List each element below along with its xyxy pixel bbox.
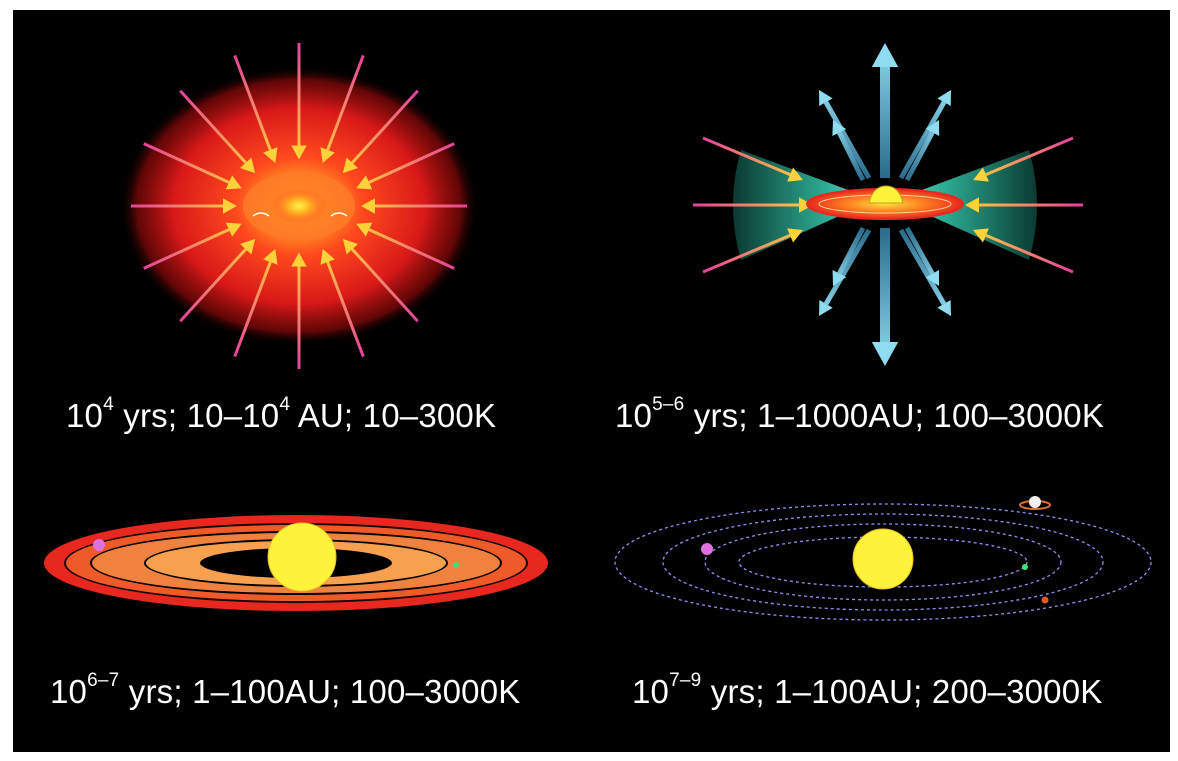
outflow-arrow [904, 226, 939, 286]
star-formation-stages-diagram [44, 43, 1152, 621]
infall-arrow [356, 142, 455, 190]
outflow-arrows [819, 43, 951, 366]
accretion-arrow [702, 136, 803, 182]
jet-arrow-down [871, 228, 899, 366]
stage-label-collapse: 104 yrs; 10–104 AU; 10–300K [66, 394, 497, 434]
infall-arrow [143, 222, 242, 270]
outflow-arrow [904, 120, 940, 182]
planetesimal-pink [93, 539, 105, 551]
figure-frame: 104 yrs; 10–104 AU; 10–300K 105–6 yrs; 1… [13, 10, 1170, 752]
disk-accretion-arrows [693, 136, 1083, 274]
outflow-arrow [832, 226, 866, 286]
accretion-arrow [965, 197, 1083, 213]
outflow-arrow [832, 120, 866, 182]
accretion-arrow [973, 228, 1074, 274]
outflow-stage-illustration [693, 43, 1083, 366]
outflow-arrow [819, 228, 872, 316]
orbit-inner [738, 536, 1028, 588]
orbit-3 [662, 513, 1104, 611]
infall-arrow [342, 238, 419, 323]
infall-arrow [233, 54, 278, 164]
accretion-arrow [973, 136, 1074, 182]
sun [852, 528, 914, 590]
orbit-outer [614, 503, 1152, 621]
disk-stage-illustration [44, 515, 548, 611]
planet-pink [701, 543, 713, 555]
infall-arrow [356, 222, 455, 270]
outflow-arrow [898, 90, 951, 180]
young-star [267, 522, 337, 592]
protostar-core [271, 188, 327, 224]
infall-arrow [361, 198, 467, 214]
infall-arrow [233, 248, 278, 358]
outflow-arrow [898, 228, 951, 316]
accretion-arrow [702, 228, 803, 274]
planetesimal-green [453, 562, 459, 568]
accretion-arrow [693, 197, 813, 213]
infall-arrow [320, 248, 365, 358]
infall-arrows [131, 43, 467, 369]
planetary-system-illustration [614, 496, 1152, 621]
stage-label-outflow: 105–6 yrs; 1–1000AU; 100–3000K [615, 394, 1105, 434]
protostar [868, 185, 904, 204]
infall-arrow [320, 54, 365, 164]
planet-orange [1041, 596, 1049, 604]
infall-arrow [291, 252, 307, 369]
outflow-arrow [819, 90, 872, 180]
collapse-stage-illustration [119, 43, 479, 369]
orbit-2 [704, 523, 1062, 601]
infall-arrow [179, 89, 256, 174]
planet-green [1022, 564, 1028, 570]
infall-arrow [291, 43, 307, 160]
stage-label-disk: 106–7 yrs; 1–100AU; 100–3000K [50, 670, 521, 710]
infall-arrow [143, 142, 242, 190]
infall-arrow [131, 198, 237, 214]
infall-arrow [179, 238, 256, 323]
stage-label-planetary: 107–9 yrs; 1–100AU; 200–3000K [632, 670, 1103, 710]
jet-arrow-up [871, 43, 899, 178]
infall-arrow [342, 89, 419, 174]
ringed-planet [1019, 496, 1051, 510]
